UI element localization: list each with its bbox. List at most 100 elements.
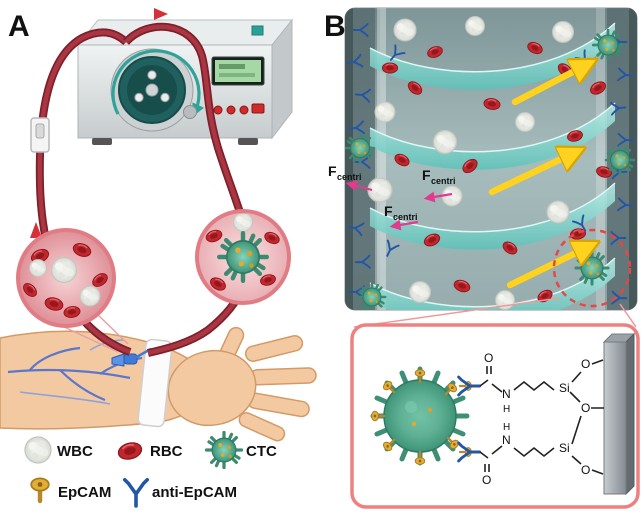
anti-epcam-icon <box>122 477 150 508</box>
wbc-icon <box>24 436 52 464</box>
ctc-texture <box>405 401 417 413</box>
wbc-cell <box>233 214 253 232</box>
wbc-cell <box>551 20 575 44</box>
tube-wall-edge <box>345 8 353 310</box>
silane-linker-chain: O N H Si O <box>479 415 604 487</box>
panel-b: B <box>324 7 640 509</box>
force-arrow <box>423 191 453 203</box>
pump-red-button <box>226 105 236 115</box>
zoom-connector-line <box>94 311 129 345</box>
pump-display <box>211 56 265 86</box>
legend: WBC RBC CTC EpCAM anti-EpCAM <box>24 430 277 508</box>
force-arrow <box>345 180 373 192</box>
helix-ribbon <box>370 103 615 170</box>
pump-power-button <box>251 25 264 36</box>
wbc-cell <box>408 280 432 304</box>
centrifugal-force-label: F centri <box>328 163 362 182</box>
chemical-bonds <box>479 445 503 472</box>
ctc-cell <box>591 28 625 62</box>
zoom-connector-line <box>353 297 561 328</box>
wbc-cell <box>546 200 570 224</box>
rbc-cell <box>381 62 399 74</box>
legend-item-rbc: RBC <box>115 439 183 463</box>
wbc-cell <box>432 129 458 155</box>
flow-arrow-right <box>154 8 168 20</box>
legend-label-rbc: RBC <box>150 443 183 460</box>
flow-arrow <box>506 246 590 289</box>
helix-highlight <box>369 102 616 153</box>
amide-hydrogen: H <box>503 422 510 433</box>
propyl-chain <box>513 446 555 458</box>
magnifier-blood-inset <box>16 228 129 353</box>
pump-foot <box>238 138 258 145</box>
centrifugal-force-label: F centri <box>422 167 456 186</box>
siloxane-oxygen: O <box>581 401 590 415</box>
pump-dial <box>110 48 205 132</box>
force-symbol: F <box>384 203 393 219</box>
wbc-cell <box>29 259 47 277</box>
siloxane-oxygen: O <box>581 463 590 477</box>
flow-arrow <box>488 152 576 196</box>
wbc-cell <box>465 16 485 36</box>
legend-label-wbc: WBC <box>57 443 93 460</box>
amide-nitrogen: N <box>502 433 511 447</box>
zoom-connector-line <box>61 325 119 353</box>
ctc-texture <box>400 396 440 436</box>
tube-clamp <box>30 117 50 153</box>
panel-b-label: B <box>324 10 346 43</box>
finger <box>249 367 317 386</box>
carbonyl-oxygen: O <box>484 351 493 365</box>
ctc-cell <box>604 144 636 176</box>
amide-nitrogen: N <box>502 387 511 401</box>
siloxane-oxygen: O <box>581 357 590 371</box>
glass-highlight <box>377 8 386 310</box>
panel-a-label: A <box>8 10 30 43</box>
ctc-cell <box>357 282 387 310</box>
epcam-dot <box>427 407 433 413</box>
wbc-cell <box>393 18 417 42</box>
rbc-icon <box>115 439 145 463</box>
wbc-cell <box>50 256 78 284</box>
separation-chamber <box>345 8 637 310</box>
silane-linker-chain: O N H Si O O <box>479 351 604 415</box>
silicon-atom: Si <box>559 441 570 455</box>
arm-illustration <box>0 326 317 442</box>
pump-red-button <box>239 105 249 115</box>
finger <box>238 412 286 442</box>
force-subscript: centri <box>431 176 456 186</box>
silicon-atom: Si <box>559 381 570 395</box>
legend-item-epcam: EpCAM <box>31 478 111 501</box>
legend-label-epcam: EpCAM <box>58 484 111 501</box>
chemical-bonds <box>479 366 503 393</box>
legend-label-anti-epcam: anti-EpCAM <box>152 484 237 501</box>
palm <box>167 349 257 427</box>
ctc-cell <box>574 250 610 286</box>
helix-ribbon <box>370 258 615 310</box>
amide-hydrogen: H <box>503 404 510 415</box>
force-symbol: F <box>422 167 431 183</box>
ctc-icon <box>204 430 244 470</box>
pump-rocker-switch <box>251 103 265 114</box>
pump-foot <box>92 138 112 145</box>
pump-red-button <box>213 105 223 115</box>
zoom-connector-line <box>619 303 637 328</box>
flow-arrow <box>511 64 588 106</box>
epcam-dot <box>411 421 417 427</box>
carbonyl-oxygen: O <box>482 473 491 487</box>
finger <box>247 392 310 418</box>
wall-substrate <box>602 332 636 496</box>
tube-return-line <box>124 24 252 356</box>
helix-highlight <box>369 22 616 73</box>
legend-item-wbc: WBC <box>24 436 93 464</box>
propyl-chain <box>513 380 555 392</box>
helix-ribbon <box>370 183 615 250</box>
wbc-cell <box>515 112 535 132</box>
finger <box>244 335 304 362</box>
dashed-highlight-circle <box>552 228 632 308</box>
rotation-arrow <box>111 49 205 117</box>
centrifugal-force-label: F centri <box>384 203 418 222</box>
flow-arrow-up <box>30 222 42 238</box>
pump-knob <box>183 105 197 119</box>
